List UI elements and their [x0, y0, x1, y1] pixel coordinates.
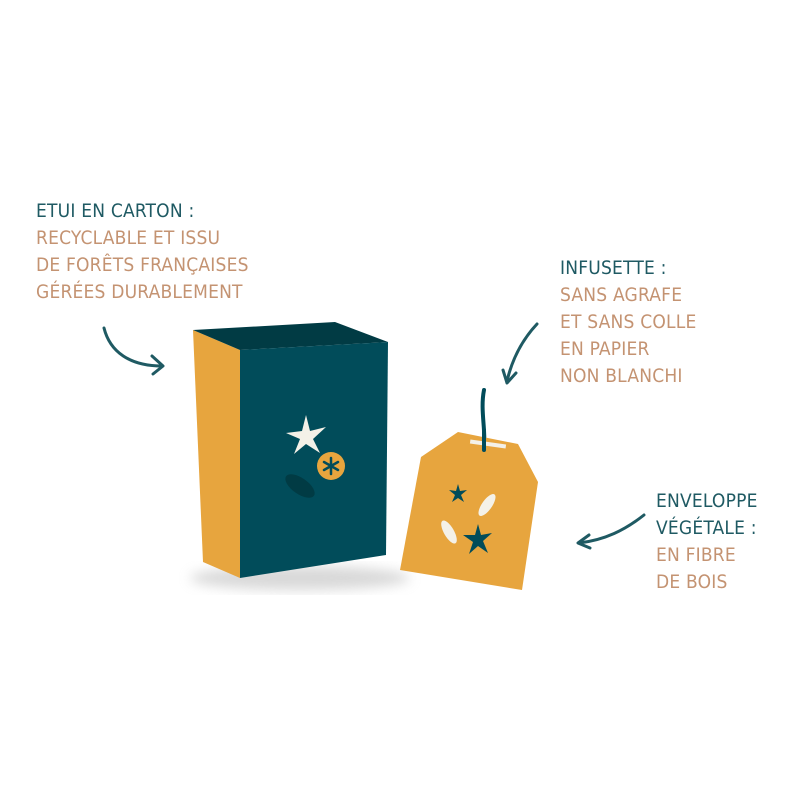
- callout-envelope-title: VÉGÉTALE :: [656, 517, 757, 539]
- callout-box-line: RECYCLABLE ET ISSU: [36, 227, 221, 249]
- callout-box-line: DE FORÊTS FRANÇAISES: [36, 254, 249, 276]
- callout-box-title: ETUI EN CARTON :: [36, 200, 195, 222]
- orange-fruit-icon: [317, 452, 345, 480]
- star-anise-large-icon: [463, 524, 492, 554]
- callout-box: ETUI EN CARTON : RECYCLABLE ET ISSU DE F…: [36, 198, 249, 306]
- callout-teabag-line: SANS AGRAFE: [560, 284, 683, 306]
- callout-teabag-line: EN PAPIER: [560, 338, 650, 360]
- tea-bag-slot: [469, 439, 507, 449]
- tea-bag-tag: [400, 432, 538, 590]
- box-top-face: [193, 322, 388, 350]
- tea-bag-illustration: [400, 388, 538, 590]
- callout-envelope-title: ENVELOPPE: [656, 490, 758, 512]
- callout-teabag-line: NON BLANCHI: [560, 365, 683, 387]
- callout-envelope: ENVELOPPE VÉGÉTALE : EN FIBRE DE BOIS: [656, 488, 758, 596]
- leaf-icon: [285, 474, 315, 498]
- white-petal-icon: [441, 520, 457, 544]
- callout-box-line: GÉRÉES DURABLEMENT: [36, 281, 243, 303]
- tea-box-illustration: [193, 322, 388, 578]
- callout-teabag-line: ET SANS COLLE: [560, 311, 697, 333]
- arrow-to-envelope-icon: [576, 513, 646, 550]
- white-petal-icon: [478, 493, 496, 517]
- box-side-face: [193, 330, 240, 578]
- flower-star-icon: [286, 415, 326, 454]
- arrow-to-teabag-icon: [501, 322, 539, 385]
- box-front-face: [240, 342, 388, 578]
- arrow-to-box-icon: [102, 326, 165, 376]
- callout-teabag: INFUSETTE : SANS AGRAFE ET SANS COLLE EN…: [560, 255, 696, 390]
- star-anise-small-icon: [449, 484, 467, 502]
- callout-teabag-title: INFUSETTE :: [560, 257, 667, 279]
- callout-envelope-line: DE BOIS: [656, 571, 728, 593]
- callout-envelope-line: EN FIBRE: [656, 544, 736, 566]
